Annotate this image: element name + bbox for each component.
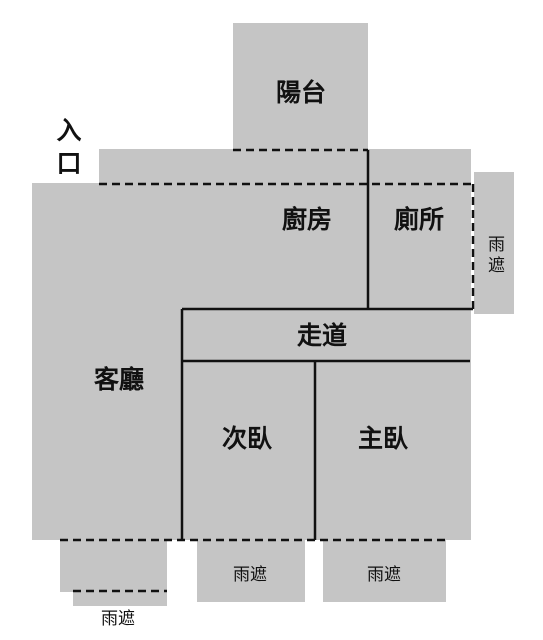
canopy-bottom-left-area: [60, 540, 167, 592]
canopy-bottom-mid-area: [197, 540, 305, 602]
canopy-bottom-right-label: 雨遮: [367, 565, 401, 585]
entrance-label: 入口: [53, 117, 82, 183]
canopy-bottom-mid-label: 雨遮: [233, 565, 267, 585]
corridor-label: 走道: [297, 321, 348, 350]
canopy-right-label: 雨遮: [484, 235, 504, 277]
second-bedroom-label: 次臥: [222, 424, 273, 453]
upper-strip-area: [99, 149, 471, 185]
master-bedroom-label: 主臥: [358, 424, 409, 453]
balcony-label: 陽台: [276, 78, 327, 107]
canopy-bottom-left-label: 雨遮: [101, 609, 135, 629]
bathroom-label: 廁所: [394, 205, 445, 234]
canopy-bottom-left-lower-area: [73, 590, 167, 606]
canopy-right-area: [474, 172, 514, 314]
balcony-area: [233, 23, 368, 151]
canopy-bottom-right-area: [323, 540, 446, 602]
kitchen-label: 廚房: [282, 205, 333, 234]
living-room-label: 客廳: [94, 365, 145, 394]
